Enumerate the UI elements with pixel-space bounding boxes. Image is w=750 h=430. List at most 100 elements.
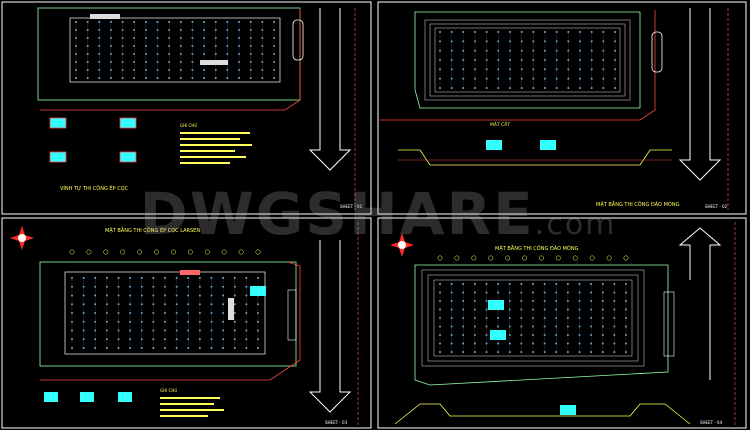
pile-grid [71,277,259,349]
label-block [200,60,228,65]
axis-bubble [137,249,143,255]
axis-bubble [103,249,109,255]
notes-block: GHI CHÚ [180,123,252,164]
sheet-frame-bottom-right [377,217,747,429]
building-outline [69,17,281,83]
excavator-icon [119,151,137,163]
compass-center [18,234,26,242]
sheet-bottom-right: MẶT BẰNG THI CÔNG ĐÀO MÓNG SHEET - 04 [390,222,736,426]
excavator-details [44,392,132,402]
excavator-icon [490,330,506,340]
axis-bubble [154,249,159,255]
axis-bubble [623,255,629,261]
pile-grid [439,283,627,353]
sheet-frame-bottom-left [1,217,372,429]
gate-symbol [651,31,663,73]
sheet-title: MẶT BẰNG THI CÔNG ĐÀO MÓNG [495,244,579,252]
axis-bubble [606,255,612,261]
excavation-step [427,274,639,362]
detail-title: VÍNH TỰ THI CÔNG ÉP CỌC [60,184,129,192]
axis-bubble [589,255,595,261]
sheet-top-left: GHI CHÚ VÍNH TỰ THI CÔNG ÉP CỌC SHEET - … [37,7,363,210]
section-line [40,8,301,111]
section-profile [394,403,691,425]
axis-bubble [471,255,477,261]
excavator-icon [44,392,58,402]
sheet-stamp: SHEET - 04 [700,420,723,425]
note-line [180,144,252,146]
excavator-details [49,117,137,163]
note-line [160,403,214,405]
notes-block: GHI CHÚ [160,388,224,417]
excavation-step [429,23,626,97]
road-arrow [678,8,722,181]
axis-bubble [221,249,227,255]
sheet-stamp: SHEET - 03 [325,420,348,425]
axis-bubble [69,249,75,255]
building-outline [64,271,266,355]
section-line [40,261,301,381]
excavator-icon [486,140,502,150]
axis-bubble [505,255,511,261]
axis-bubble [522,255,527,261]
gate-symbol [287,289,297,341]
axis-bubble [187,249,193,255]
excavator-icon [119,117,137,129]
note-line [180,138,240,140]
notes-header: GHI CHÚ [160,388,177,393]
excavation-step [433,279,633,357]
sheet-bottom-left: MẶT BẰNG THI CÔNG ÉP CỌC LARSEN GHI CHÚ [10,222,359,426]
excavation-step [434,27,621,93]
gate-symbol [663,291,675,357]
axis-bubble [204,249,210,255]
excavator-icon [488,300,504,310]
excavation-step [424,19,631,101]
pile-grid [439,31,616,89]
label-block [180,270,200,275]
sheet-stamp: SHEET - 02 [705,204,728,209]
note-line [160,415,208,417]
excavation-steps [424,19,631,101]
sheet-title: MẶT BẰNG THI CÔNG ÉP CỌC LARSEN [105,226,200,234]
section-title: MẶT CẮT [490,120,510,128]
road-arrow [678,227,722,380]
axis-bubble [555,255,561,261]
notes-header: GHI CHÚ [180,123,197,128]
axis-bubbles [437,255,629,261]
compass-center [398,241,406,249]
note-line [160,409,224,411]
excavator-icon [118,392,132,402]
sheet-frame-top-right [377,1,747,215]
axis-bubble [238,249,244,255]
note-line [160,397,220,399]
axis-bubble [539,255,544,261]
sheet-stamp: SHEET - 01 [340,204,363,209]
axis-bubble [86,249,92,255]
note-line [180,132,250,134]
section-profile [398,149,672,166]
excavator-icon [560,405,576,415]
gate-symbol [292,19,304,61]
road-arrow [308,8,352,171]
axis-bubble [171,249,176,255]
excavator-icon [49,151,67,163]
section-line [380,10,656,121]
excavation-steps [421,269,645,367]
compass-rose [10,226,34,250]
note-line [180,150,235,152]
axis-bubble [572,255,578,261]
pile-grid [75,21,275,79]
sheet-title: MẶT BẰNG THI CÔNG ĐÀO MÓNG [596,200,680,208]
axis-bubble [454,255,460,261]
note-line [180,162,230,164]
site-boundary [414,11,641,109]
sheet-top-right: MẶT CẮT MẶT BẰNG THI CÔNG ĐÀO MÓNG SHEET… [380,8,729,210]
excavator-icon [250,286,266,296]
label-block [90,14,120,19]
excavation-step [421,269,645,367]
site-boundary [414,264,669,386]
axis-bubble [437,255,443,261]
